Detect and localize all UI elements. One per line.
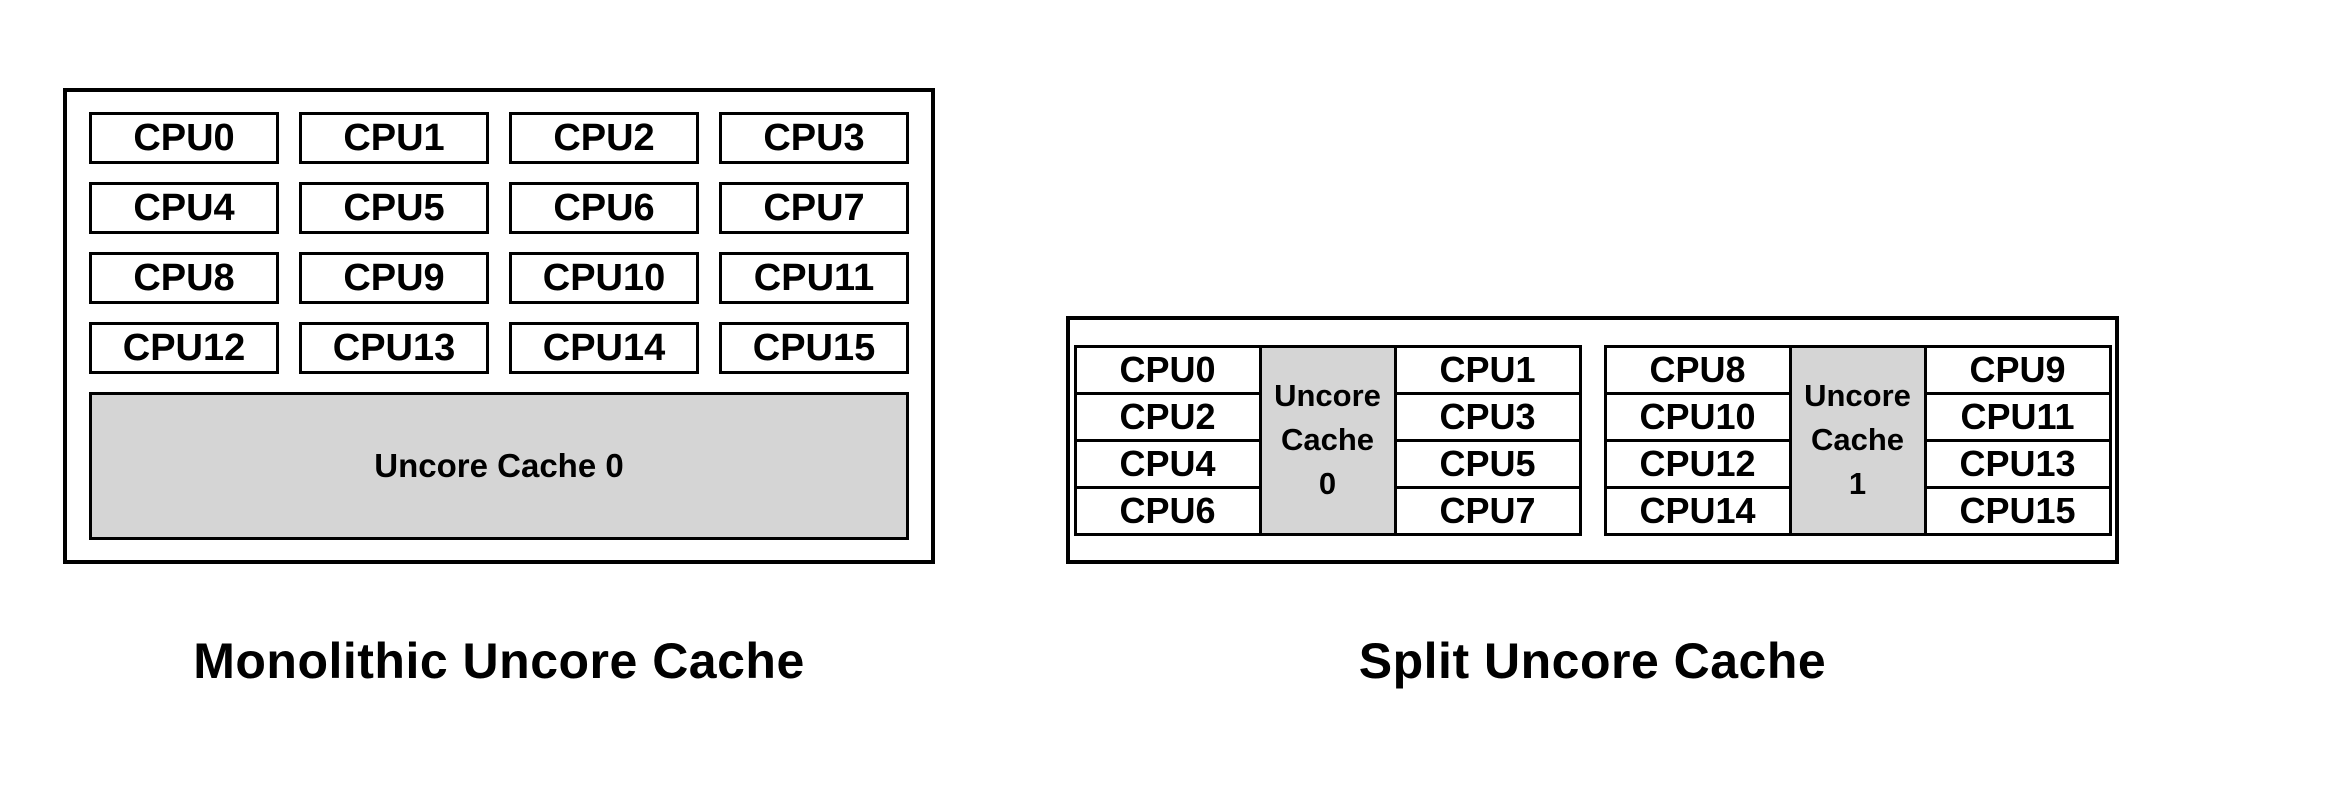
cpu-box: CPU0	[89, 112, 279, 164]
cpu-box: CPU15	[1923, 485, 2112, 536]
cpu-box: CPU12	[89, 322, 279, 374]
uncore-label-line: Uncore	[1274, 377, 1381, 413]
cpu-box: CPU5	[299, 182, 489, 234]
cpu-box: CPU6	[509, 182, 699, 234]
split-group-0-left-cpu-column: CPU0 CPU2 CPU4 CPU6	[1073, 344, 1262, 536]
split-group-1-left-cpu-column: CPU8 CPU10 CPU12 CPU14	[1603, 344, 1792, 536]
cpu-box: CPU2	[1073, 391, 1262, 442]
cpu-box: CPU15	[719, 322, 909, 374]
cpu-box: CPU3	[719, 112, 909, 164]
cpu-box: CPU10	[1603, 391, 1792, 442]
monolithic-diagram: CPU0 CPU1 CPU2 CPU3 CPU4 CPU5 CPU6 CPU7 …	[63, 88, 935, 564]
cpu-box: CPU8	[1603, 344, 1792, 395]
split-diagram: CPU0 CPU2 CPU4 CPU6 Uncore Cache 0 CPU1 …	[1066, 316, 2119, 564]
uncore-label-line: Cache	[1280, 421, 1375, 457]
cpu-box: CPU9	[299, 252, 489, 304]
cpu-box: CPU3	[1393, 391, 1582, 442]
cpu-box: CPU7	[1393, 485, 1582, 536]
cpu-box: CPU12	[1603, 438, 1792, 489]
uncore-label-line: Uncore	[1804, 377, 1911, 413]
cpu-box: CPU1	[1393, 344, 1582, 395]
cpu-box: CPU11	[1923, 391, 2112, 442]
cpu-box: CPU7	[719, 182, 909, 234]
cpu-box: CPU1	[299, 112, 489, 164]
cpu-box: CPU14	[1603, 485, 1792, 536]
cpu-box: CPU0	[1073, 344, 1262, 395]
split-group-0-right-cpu-column: CPU1 CPU3 CPU5 CPU7	[1393, 344, 1582, 536]
cpu-box: CPU4	[89, 182, 279, 234]
split-caption: Split Uncore Cache	[1358, 633, 1827, 689]
split-group-0: CPU0 CPU2 CPU4 CPU6 Uncore Cache 0 CPU1 …	[1073, 344, 1582, 536]
uncore-cache-0-box: Uncore Cache 0	[89, 392, 909, 540]
uncore-cache-0-box: Uncore Cache 0	[1258, 344, 1397, 536]
cpu-box: CPU4	[1073, 438, 1262, 489]
uncore-label-line: Cache	[1810, 421, 1905, 457]
monolithic-caption: Monolithic Uncore Cache	[193, 633, 805, 689]
split-group-1-right-cpu-column: CPU9 CPU11 CPU13 CPU15	[1923, 344, 2112, 536]
uncore-cache-1-box: Uncore Cache 1	[1788, 344, 1927, 536]
cpu-box: CPU9	[1923, 344, 2112, 395]
cpu-box: CPU5	[1393, 438, 1582, 489]
cpu-box: CPU6	[1073, 485, 1262, 536]
cpu-box: CPU13	[1923, 438, 2112, 489]
monolithic-cpu-grid: CPU0 CPU1 CPU2 CPU3 CPU4 CPU5 CPU6 CPU7 …	[89, 112, 909, 374]
cpu-box: CPU14	[509, 322, 699, 374]
cpu-box: CPU10	[509, 252, 699, 304]
uncore-label-line: 0	[1318, 466, 1337, 501]
cpu-box: CPU11	[719, 252, 909, 304]
uncore-label-line: 1	[1848, 466, 1867, 501]
cpu-box: CPU2	[509, 112, 699, 164]
cpu-box: CPU13	[299, 322, 489, 374]
split-group-1: CPU8 CPU10 CPU12 CPU14 Uncore Cache 1 CP…	[1603, 344, 2112, 536]
cpu-box: CPU8	[89, 252, 279, 304]
